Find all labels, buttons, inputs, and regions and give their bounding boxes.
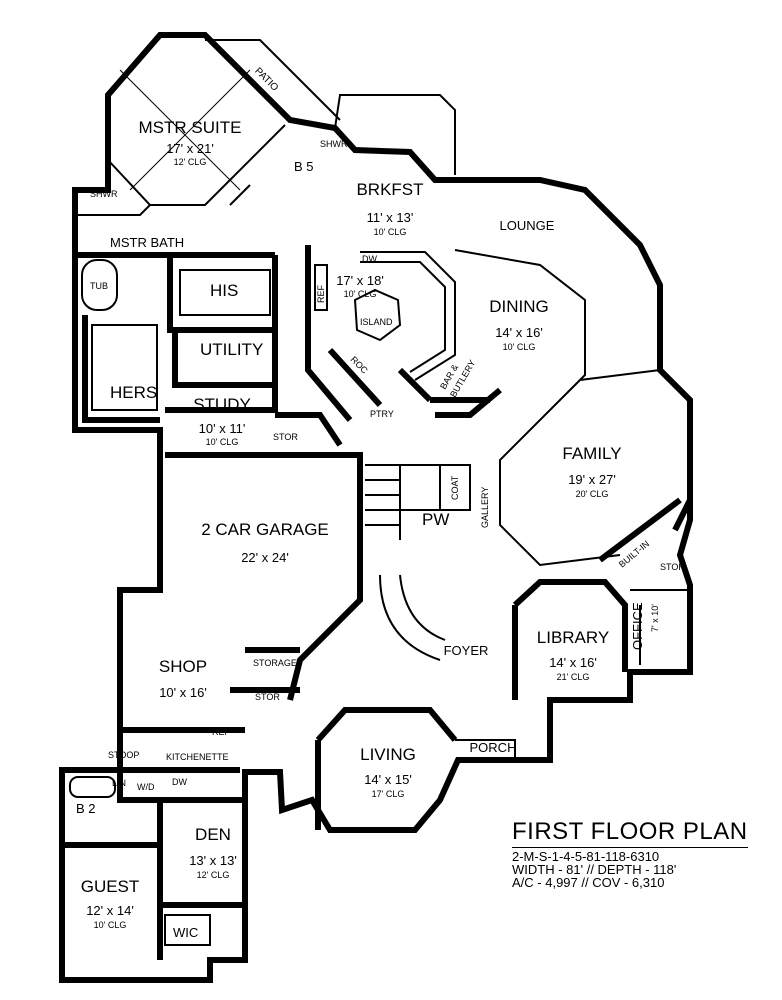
shop-walls xyxy=(120,647,300,733)
office-walls xyxy=(630,589,690,665)
plan-code: 2-M-S-1-4-5-81-118-6310 xyxy=(512,849,660,864)
powder-room xyxy=(400,464,471,511)
dim-kitchen: 17' x 18' xyxy=(336,273,384,288)
label-stor: STOR xyxy=(660,562,685,572)
label-stoop: STOOP xyxy=(108,750,139,760)
patio-outline xyxy=(205,39,456,175)
dim-library: 14' x 16' xyxy=(549,655,597,670)
kitchen-island xyxy=(353,288,402,342)
study-walls xyxy=(165,412,363,701)
master-bath-walls xyxy=(75,252,278,423)
label-shop: SHOP xyxy=(159,657,207,676)
label-mstr-bath: MSTR BATH xyxy=(110,235,184,250)
refrigerator xyxy=(314,264,328,311)
porch xyxy=(455,739,516,760)
label-shwr: SHWR xyxy=(320,139,348,149)
label-stor: STOR xyxy=(273,432,298,442)
dim-brkfst: 11' x 13' xyxy=(367,210,414,225)
label-b5: B 5 xyxy=(294,159,314,174)
clg-study: 10' CLG xyxy=(206,437,239,447)
label-living: LIVING xyxy=(360,745,416,764)
clg-mstr-suite: 12' CLG xyxy=(174,157,207,167)
dim-office: 7' x 10' xyxy=(650,604,660,632)
exterior-walls xyxy=(59,32,693,983)
label-gallery: GALLERY xyxy=(480,487,490,528)
label-pw: PW xyxy=(422,510,449,529)
label-lin: LIN xyxy=(112,778,126,788)
label-family: FAMILY xyxy=(562,444,621,463)
plan-size: WIDTH - 81' // DEPTH - 118' xyxy=(512,862,677,877)
dim-shop: 10' x 16' xyxy=(159,685,207,700)
label-wic: WIC xyxy=(173,925,198,940)
label-dw: DW xyxy=(362,254,377,264)
plan-title: FIRST FLOOR PLAN xyxy=(512,818,748,848)
library-walls xyxy=(512,579,628,700)
label-stor: STOR xyxy=(255,692,280,702)
label-foyer: FOYER xyxy=(444,643,489,658)
label-lounge: LOUNGE xyxy=(500,218,555,233)
dim-den: 13' x 13' xyxy=(189,853,237,868)
dim-living: 14' x 15' xyxy=(364,772,412,787)
dim-garage: 22' x 24' xyxy=(241,550,289,565)
label-kitchenette: KITCHENETTE xyxy=(166,752,229,762)
label-den: DEN xyxy=(195,825,231,844)
dim-study: 10' x 11' xyxy=(199,421,246,436)
plan-area: A/C - 4,997 // COV - 6,310 xyxy=(512,875,665,890)
label-garage: 2 CAR GARAGE xyxy=(201,520,329,539)
stairs xyxy=(365,464,446,661)
label-utility: UTILITY xyxy=(200,340,263,359)
label-mstr-suite: MSTR SUITE xyxy=(139,118,242,137)
clg-kitchen: 10' CLG xyxy=(344,289,377,299)
label-study: STUDY xyxy=(193,395,251,414)
label-guest: GUEST xyxy=(81,877,140,896)
clg-den: 12' CLG xyxy=(197,870,230,880)
label-ptry: PTRY xyxy=(370,409,394,419)
his-closet xyxy=(179,269,271,316)
label-tub: TUB xyxy=(90,281,108,291)
dim-family: 19' x 27' xyxy=(568,472,616,487)
dim-dining: 14' x 16' xyxy=(495,325,543,340)
label-coat: COAT xyxy=(450,475,460,500)
dim-guest: 12' x 14' xyxy=(86,903,134,918)
family-corner xyxy=(598,497,693,563)
clg-family: 20' CLG xyxy=(576,489,609,499)
clg-dining: 10' CLG xyxy=(503,342,536,352)
master-suite-walls xyxy=(75,95,286,216)
dining-walls xyxy=(454,249,661,567)
living-walls xyxy=(315,707,458,830)
kitchen-walls xyxy=(305,245,502,422)
label-porch: PORCH xyxy=(470,740,517,755)
label-island: ISLAND xyxy=(360,317,393,327)
guest-wing-walls xyxy=(60,767,245,960)
guest-tub xyxy=(69,776,116,798)
tub xyxy=(81,259,118,311)
label-office: OFFICE xyxy=(630,602,645,650)
label-hers: HERS xyxy=(110,383,157,402)
ceiling-lines xyxy=(119,69,251,191)
label-brkfst: BRKFST xyxy=(356,180,423,199)
label-ref: REF xyxy=(316,284,326,303)
dim-mstr-suite: 17' x 21' xyxy=(166,141,214,156)
hers-closet xyxy=(91,324,158,411)
label-ref: REF xyxy=(212,727,231,737)
label-dw: DW xyxy=(172,777,187,787)
label-his: HIS xyxy=(210,281,238,300)
kitchen-counter xyxy=(360,251,456,381)
label-storage: STORAGE xyxy=(253,658,297,668)
clg-brkfst: 10' CLG xyxy=(374,227,407,237)
clg-living: 17' CLG xyxy=(372,789,405,799)
label-wd: W/D xyxy=(137,782,155,792)
label-dining: DINING xyxy=(489,297,549,316)
clg-library: 21' CLG xyxy=(557,672,590,682)
label-shwr: SHWR xyxy=(90,189,118,199)
clg-guest: 10' CLG xyxy=(94,920,127,930)
label-b2: B 2 xyxy=(76,801,96,816)
label-library: LIBRARY xyxy=(537,628,609,647)
wic-closet xyxy=(164,914,211,946)
